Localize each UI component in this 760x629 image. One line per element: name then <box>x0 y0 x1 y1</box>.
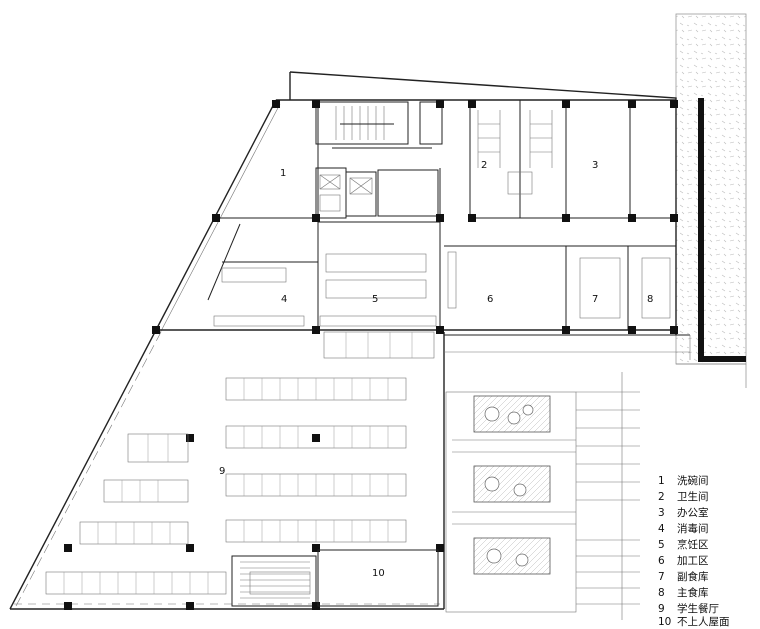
legend-item: 7 副食库 <box>658 570 709 583</box>
room-label-8: 8 <box>647 294 653 305</box>
room-label-9: 9 <box>219 466 225 477</box>
legend-room-name: 不上人屋面 <box>677 616 730 628</box>
room-label-2: 2 <box>481 160 487 171</box>
legend-room-name: 消毒间 <box>677 522 709 535</box>
interior-walls <box>207 100 676 330</box>
room-legend: 1 洗碗间 2 卫生间 3 办公室 4 消毒间 5 烹饪区 6 加工区 7 副食… <box>658 474 730 628</box>
legend-item: 4 消毒间 <box>658 522 709 535</box>
legend-number: 10 <box>658 616 671 628</box>
legend-room-name: 办公室 <box>677 506 709 519</box>
legend-item: 2 卫生间 <box>658 490 709 503</box>
legend-number: 7 <box>658 571 665 583</box>
legend-item: 1 洗碗间 <box>658 474 709 487</box>
building-outline <box>9 71 691 610</box>
legend-number: 8 <box>658 587 665 599</box>
room-label-4: 4 <box>281 294 287 305</box>
dining-tables <box>45 331 435 595</box>
legend-number: 9 <box>658 603 665 615</box>
room-label-10: 10 <box>372 568 385 579</box>
exterior-steps <box>445 372 640 620</box>
legend-room-name: 烹饪区 <box>677 538 709 551</box>
legend-number: 2 <box>658 491 665 503</box>
legend-item: 10 不上人屋面 <box>658 616 730 628</box>
room-label-5: 5 <box>372 294 378 305</box>
room-label-6: 6 <box>487 294 493 305</box>
room-label-7: 7 <box>592 294 598 305</box>
stone-wall-strip <box>675 13 747 388</box>
legend-room-name: 加工区 <box>677 555 709 567</box>
stair-core <box>231 101 409 607</box>
roof-area <box>317 549 439 607</box>
planter-boxes <box>473 395 551 575</box>
legend-item: 9 学生餐厅 <box>658 602 719 615</box>
legend-room-name: 主食库 <box>677 586 709 599</box>
legend-number: 3 <box>658 507 665 519</box>
legend-room-name: 卫生间 <box>677 490 709 503</box>
legend-room-name: 学生餐厅 <box>677 602 719 615</box>
legend-item: 5 烹饪区 <box>658 538 709 551</box>
kitchen-equipment <box>213 251 671 327</box>
structural-columns <box>64 100 678 610</box>
legend-item: 3 办公室 <box>658 506 709 519</box>
toilet-stalls <box>477 110 553 195</box>
legend-number: 6 <box>658 555 665 567</box>
legend-number: 4 <box>658 523 665 535</box>
legend-item: 6 加工区 <box>658 555 709 567</box>
room-label-3: 3 <box>592 160 598 171</box>
room-label-1: 1 <box>280 168 286 179</box>
legend-number: 5 <box>658 539 665 551</box>
legend-room-name: 洗碗间 <box>677 474 709 487</box>
legend-room-name: 副食库 <box>677 570 709 583</box>
legend-item: 8 主食库 <box>658 586 709 599</box>
room-number-labels: 1 2 3 4 5 6 7 8 9 10 <box>219 160 653 579</box>
legend-number: 1 <box>658 475 665 487</box>
